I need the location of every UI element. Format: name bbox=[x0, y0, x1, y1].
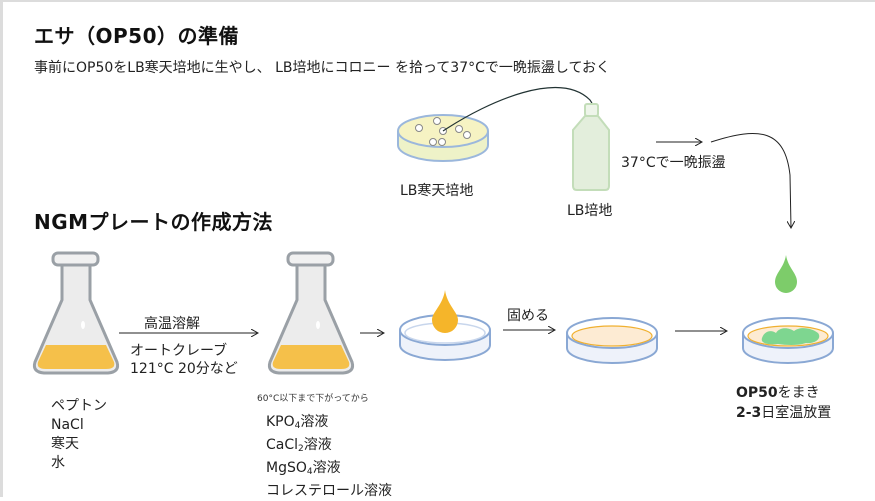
autoclave-line: オートクレーブ bbox=[130, 343, 228, 359]
final-line: 2-3日室温放置 bbox=[736, 405, 832, 421]
autoclave-note: オートクレーブ 121°C 20分など bbox=[130, 342, 238, 378]
ingredient-item: 水 bbox=[51, 455, 65, 471]
to-plate-arrow-icon bbox=[710, 132, 791, 228]
petri-dish-icon bbox=[566, 317, 658, 364]
colony-icon bbox=[429, 138, 437, 146]
ingredient-item: MgSO4溶液 bbox=[266, 460, 341, 477]
lb-medium-label: LB培地 bbox=[567, 203, 613, 219]
ingredient-item: コレステロール溶液 bbox=[266, 483, 392, 499]
solidify-label: 固める bbox=[507, 308, 549, 324]
culture-bottle-icon bbox=[572, 103, 610, 191]
feed-section-description: 事前にOP50をLB寒天培地に生やし、 LB培地にコロニー を拾って37°Cで一… bbox=[34, 60, 611, 76]
feed-section-title: エサ（OP50）の準備 bbox=[34, 24, 239, 48]
incubation-label: 37°Cで一晩振盪 bbox=[621, 155, 726, 171]
colony-icon bbox=[415, 124, 423, 132]
ngm-plate-with-op50-icon bbox=[742, 317, 834, 364]
op50-lawn-icon bbox=[761, 328, 820, 345]
ingredient-item: ペプトン bbox=[51, 398, 107, 414]
colony-icon bbox=[455, 125, 463, 133]
lb-agar-dish-icon bbox=[397, 114, 489, 162]
ingredient-item: 寒天 bbox=[51, 436, 79, 452]
erlenmeyer-flask-icon bbox=[267, 251, 355, 375]
colony-icon bbox=[433, 117, 441, 125]
lb-agar-label: LB寒天培地 bbox=[400, 183, 474, 199]
ingredient-item: CaCl2溶液 bbox=[266, 437, 332, 454]
op50-drop-icon bbox=[775, 255, 797, 293]
erlenmeyer-flask-icon bbox=[32, 251, 120, 375]
final-step-note: OP50をまき 2-3日室温放置 bbox=[736, 383, 831, 423]
colony-icon bbox=[463, 131, 471, 139]
cool-note: 60°C以下まで下がってから bbox=[257, 394, 369, 404]
ingredient-item: KPO4溶液 bbox=[266, 414, 329, 431]
ingredient-item: NaCl bbox=[51, 417, 84, 433]
final-line: OP50をまき bbox=[736, 385, 820, 401]
autoclave-line: 121°C 20分など bbox=[130, 361, 238, 377]
ingredients-list-1: ペプトン NaCl 寒天 水 bbox=[51, 397, 107, 473]
dissolve-label: 高温溶解 bbox=[144, 316, 200, 332]
ingredients-list-2: KPO4溶液 CaCl2溶液 MgSO4溶液 コレステロール溶液 bbox=[266, 413, 392, 501]
ngm-section-title: NGMプレートの作成方法 bbox=[34, 210, 274, 234]
agar-drop-icon bbox=[432, 290, 458, 333]
colony-icon bbox=[438, 138, 446, 146]
